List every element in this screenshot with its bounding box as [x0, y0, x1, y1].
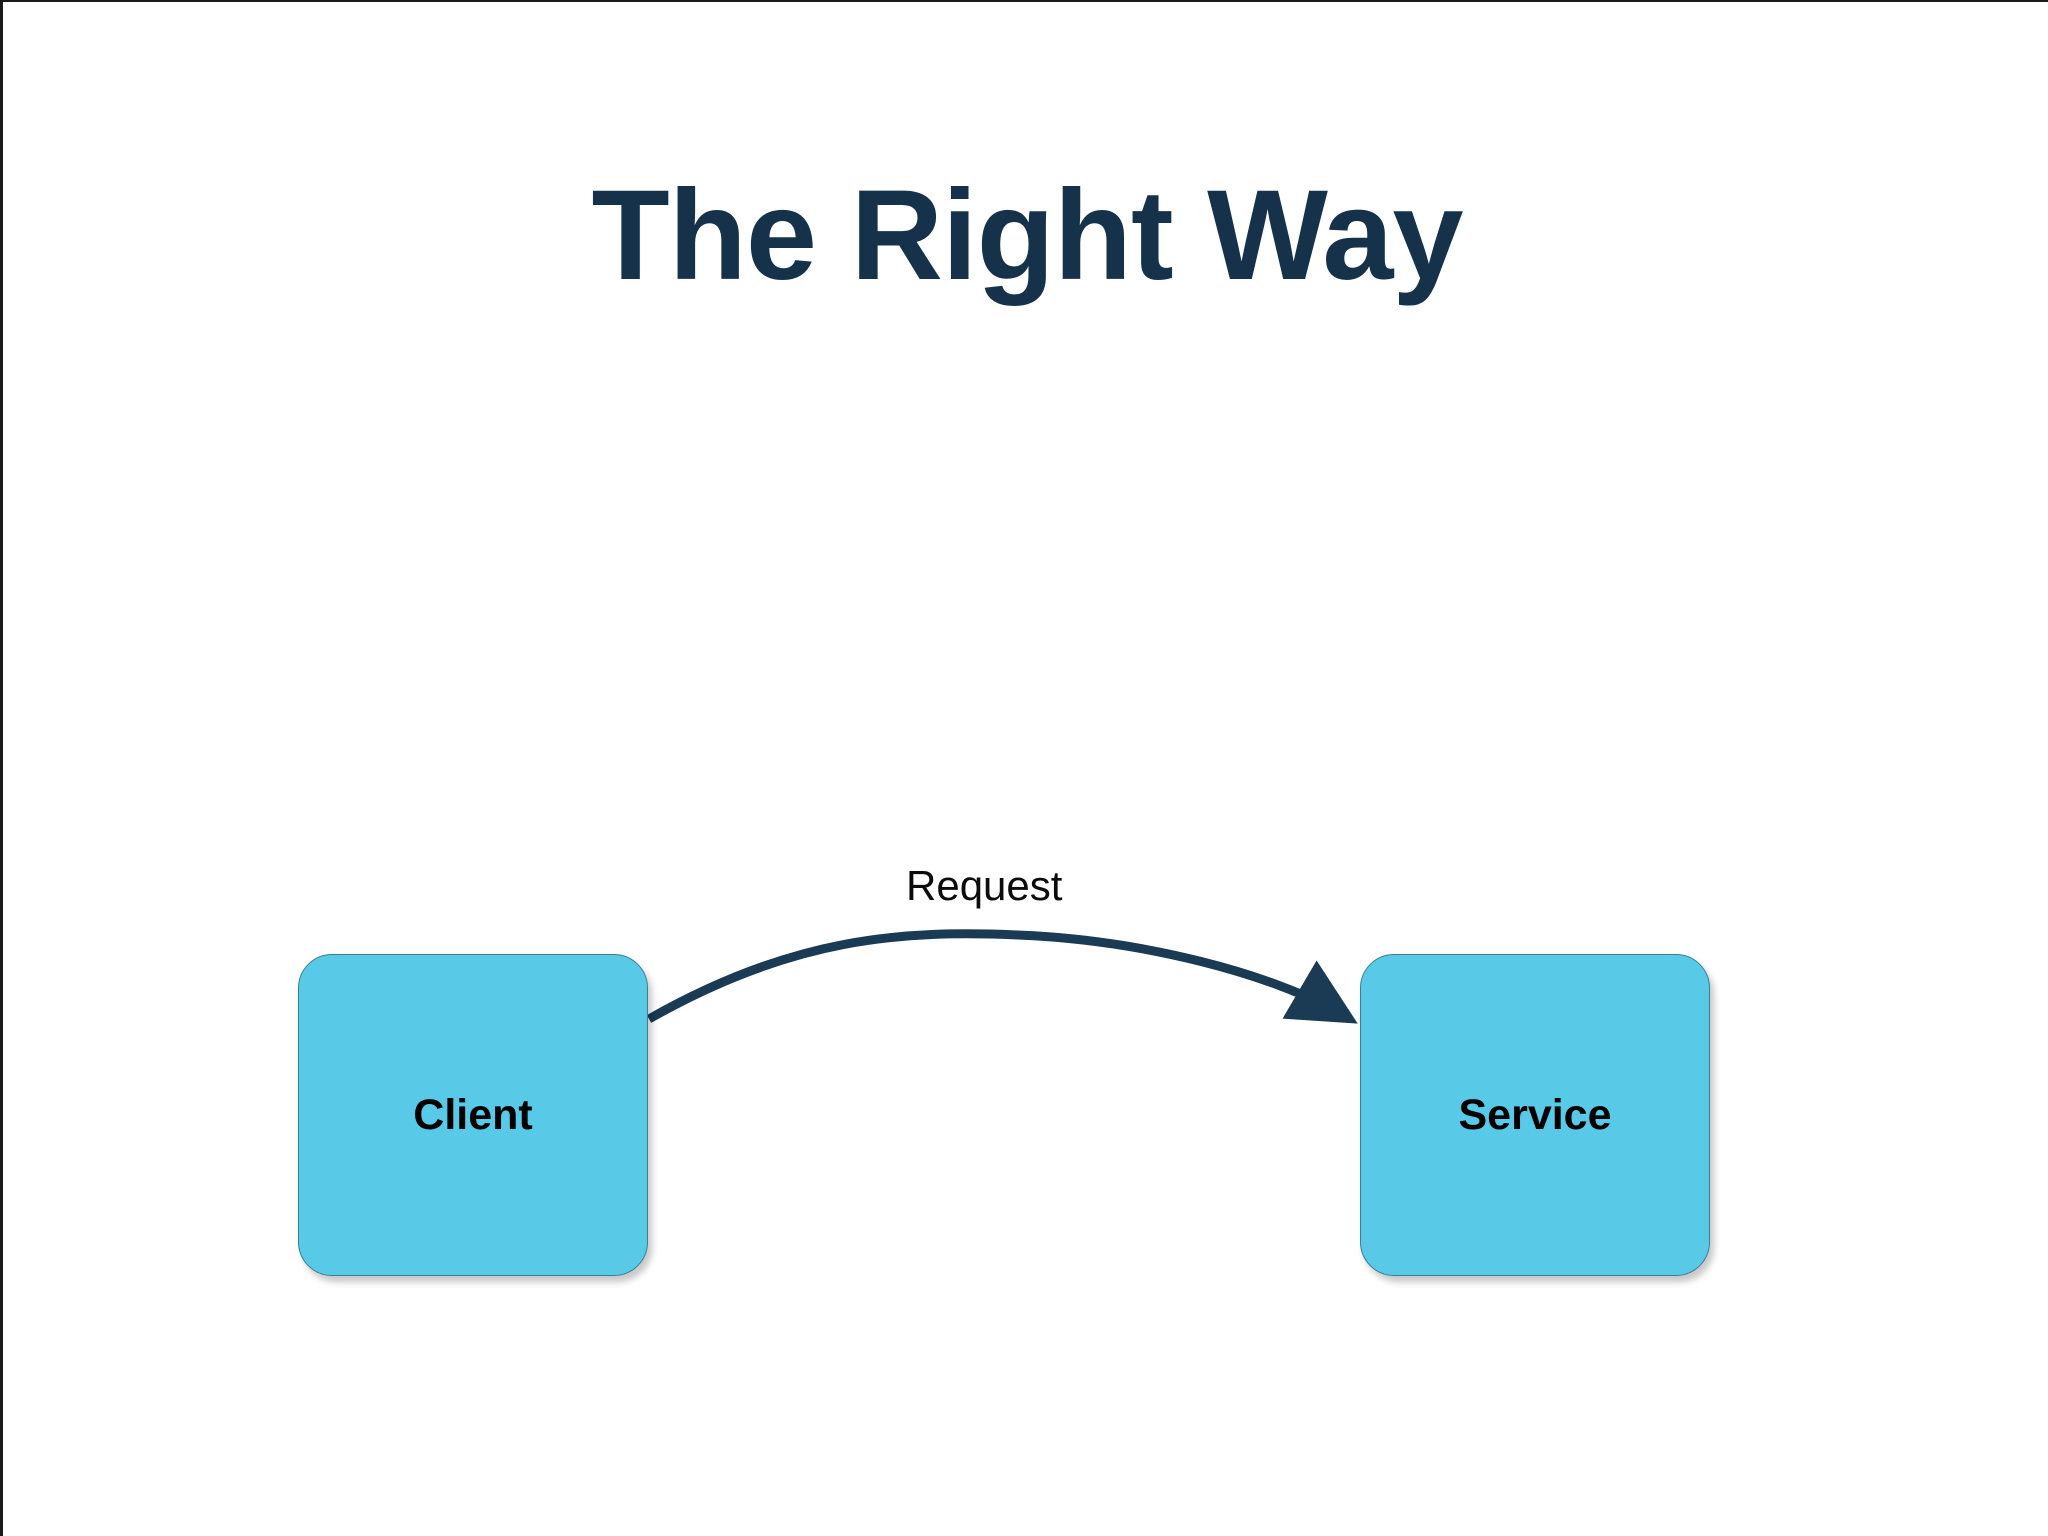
connector-client-to-service: [646, 929, 1358, 1024]
node-client[interactable]: Client: [298, 954, 648, 1276]
connector-layer: [646, 929, 1358, 1024]
node-client-label: Client: [413, 1090, 533, 1139]
node-service[interactable]: Service: [1360, 954, 1710, 1276]
node-service-label: Service: [1458, 1090, 1612, 1139]
edge-label-request: Request: [906, 862, 1063, 909]
page-title: The Right Way: [591, 163, 1463, 307]
architecture-diagram: Request Client Service: [3, 2, 2048, 1536]
